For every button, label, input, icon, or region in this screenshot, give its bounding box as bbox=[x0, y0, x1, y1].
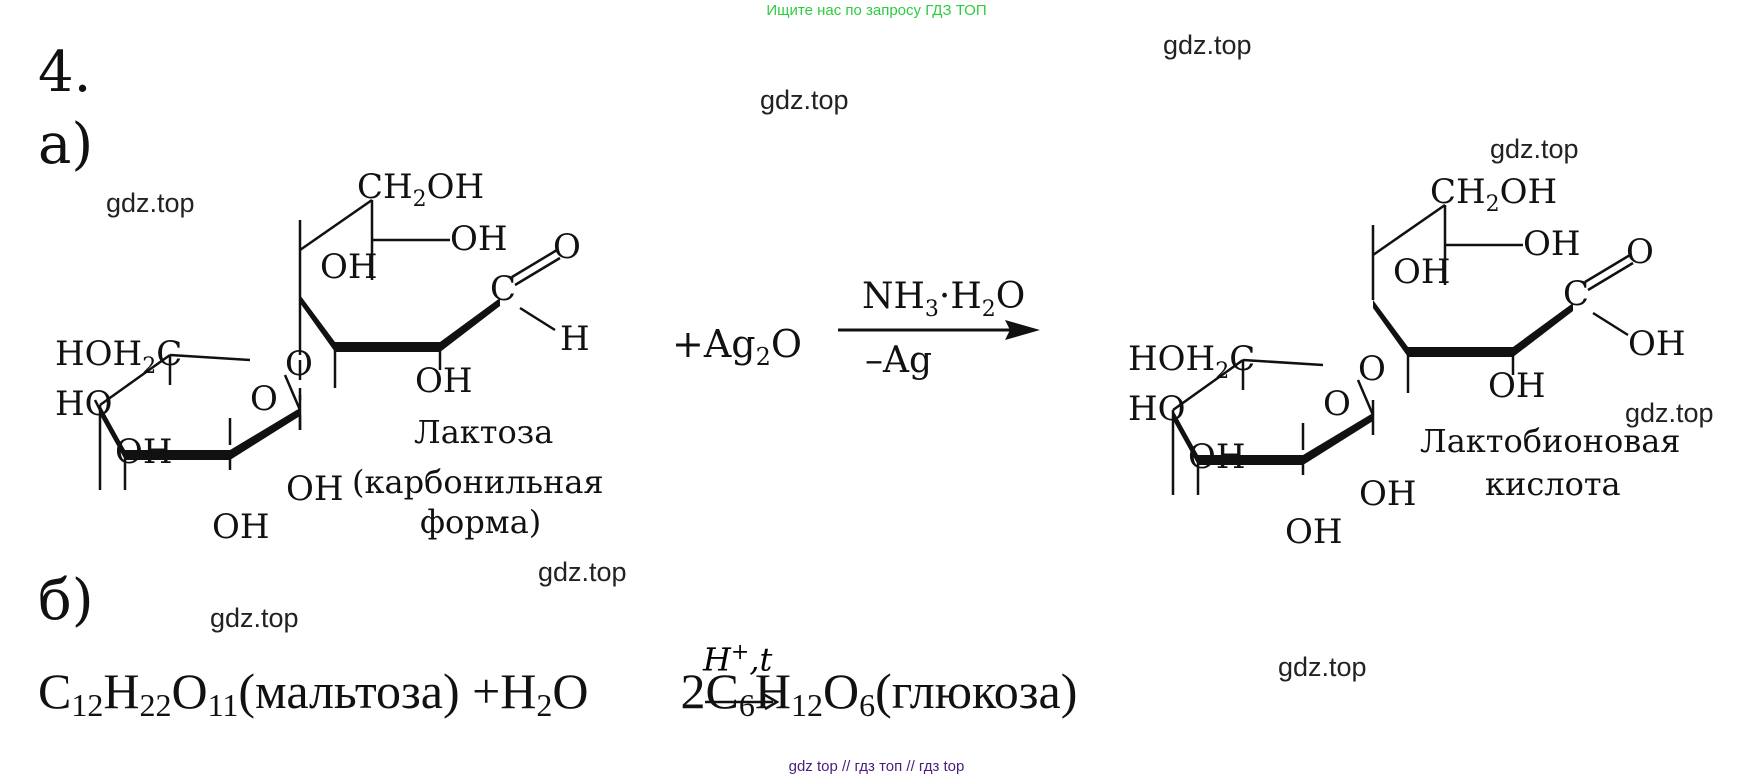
svg-text:OH: OH bbox=[1285, 512, 1343, 552]
svg-text:NH3·H2O: NH3·H2O bbox=[862, 276, 1025, 322]
svg-text:кислота: кислота bbox=[1485, 465, 1621, 503]
svg-text:–Ag: –Ag bbox=[865, 340, 932, 381]
part-a-label: а) bbox=[38, 112, 94, 177]
watermark: gdz.top bbox=[538, 557, 627, 587]
watermark: gdz.top bbox=[1278, 652, 1367, 682]
watermark: gdz.top bbox=[210, 603, 299, 633]
svg-text:OH: OH bbox=[1488, 366, 1546, 406]
task-number: 4. bbox=[38, 40, 92, 105]
svg-text:OH: OH bbox=[1188, 437, 1246, 477]
svg-text:OH: OH bbox=[1628, 324, 1686, 364]
svg-text:CH2OH: CH2OH bbox=[357, 167, 484, 212]
svg-text:CH2OH: CH2OH bbox=[1430, 172, 1557, 217]
svg-text:+Ag2O: +Ag2O bbox=[672, 322, 802, 371]
svg-text:O: O bbox=[1626, 232, 1654, 272]
watermark: gdz.top bbox=[1490, 134, 1579, 164]
svg-text:(карбонильная: (карбонильная bbox=[352, 463, 604, 501]
svg-text:HOH2C: HOH2C bbox=[55, 334, 182, 379]
svg-text:OH: OH bbox=[212, 507, 270, 547]
reaction-conditions: H+,t bbox=[703, 640, 773, 679]
reaction-arrow-b bbox=[705, 693, 780, 711]
reaction-arrow-a: +Ag2O NH3·H2O –Ag bbox=[672, 276, 1040, 381]
lactobionic-acid-structure: CH2OH OH OH C O OH O OH HOH2C HO O OH OH… bbox=[1128, 172, 1686, 552]
svg-text:OH: OH bbox=[1523, 224, 1581, 264]
part-b-label: б) bbox=[38, 568, 94, 633]
svg-text:HOH2C: HOH2C bbox=[1128, 339, 1255, 384]
svg-text:OH: OH bbox=[1393, 252, 1451, 292]
watermark: gdz.top bbox=[1625, 398, 1714, 428]
svg-text:O: O bbox=[250, 379, 278, 419]
svg-text:OH: OH bbox=[320, 247, 378, 287]
lactobionic-label: Лактобионовая bbox=[1420, 422, 1680, 460]
lactose-oxidation-scheme: CH2OH OH OH C O H O OH HOH2C HO O OH OH … bbox=[55, 167, 1686, 552]
svg-text:O: O bbox=[285, 344, 313, 384]
svg-text:O: O bbox=[553, 227, 581, 267]
watermark: gdz.top bbox=[760, 85, 849, 115]
svg-text:HO: HO bbox=[55, 384, 113, 424]
watermark: gdz.top bbox=[106, 188, 195, 218]
svg-text:форма): форма) bbox=[420, 503, 541, 541]
svg-text:OH: OH bbox=[286, 469, 344, 509]
svg-text:C: C bbox=[1563, 274, 1589, 314]
svg-text:OH: OH bbox=[450, 219, 508, 259]
svg-text:HO: HO bbox=[1128, 389, 1186, 429]
svg-text:C: C bbox=[490, 269, 516, 309]
svg-text:OH: OH bbox=[115, 432, 173, 472]
lactose-label: Лактоза bbox=[414, 413, 553, 451]
top-banner: Ищите нас по запросу ГДЗ ТОП bbox=[766, 2, 987, 19]
svg-text:O: O bbox=[1323, 384, 1351, 424]
bottom-banner: gdz top // гдз топ // гдз top bbox=[788, 758, 965, 775]
svg-text:O: O bbox=[1358, 349, 1386, 389]
svg-text:OH: OH bbox=[415, 361, 473, 401]
watermark: gdz.top bbox=[1163, 30, 1252, 60]
svg-text:OH: OH bbox=[1359, 474, 1417, 514]
lactose-structure: CH2OH OH OH C O H O OH HOH2C HO O OH OH … bbox=[55, 167, 604, 547]
svg-text:H: H bbox=[560, 319, 590, 359]
